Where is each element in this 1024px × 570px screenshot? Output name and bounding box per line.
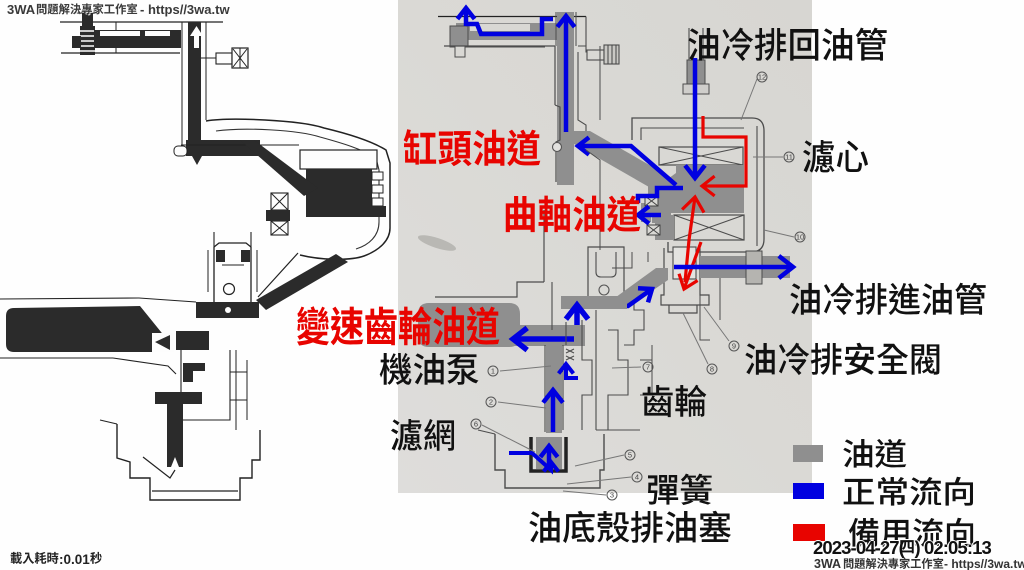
svg-text:3: 3	[610, 491, 614, 500]
svg-text:7: 7	[646, 363, 650, 372]
svg-text:2023-04-27(: 2023-04-27(	[813, 537, 906, 558]
svg-text:3WA: 3WA	[8, 3, 37, 18]
svg-text:) 02:05:13: ) 02:05:13	[915, 537, 992, 558]
svg-text:5: 5	[628, 451, 632, 460]
svg-text:10: 10	[796, 233, 804, 242]
svg-text:2023-04-27(: 2023-04-27(	[812, 537, 905, 558]
svg-text:3WA: 3WA	[7, 2, 36, 17]
svg-text:- https//3wa.tw: - https//3wa.tw	[944, 557, 1024, 570]
svg-text:11: 11	[785, 153, 793, 162]
svg-text:12: 12	[758, 73, 766, 82]
svg-text:3WA: 3WA	[814, 557, 841, 570]
svg-text:2023-04-27(: 2023-04-27(	[813, 538, 906, 559]
svg-text:) 02:05:13: ) 02:05:13	[916, 537, 993, 558]
svg-text:- https//3wa.tw: - https//3wa.tw	[140, 2, 230, 17]
svg-text:) 02:05:13: ) 02:05:13	[913, 537, 990, 558]
svg-text:2: 2	[489, 398, 493, 407]
svg-text::0.01: :0.01	[59, 552, 90, 567]
svg-text:) 02:05:13: ) 02:05:13	[915, 538, 992, 559]
svg-text:2023-04-27(: 2023-04-27(	[814, 537, 907, 558]
svg-text:1: 1	[491, 367, 495, 376]
svg-text:8: 8	[710, 365, 714, 374]
svg-text:6: 6	[474, 420, 478, 429]
svg-text:9: 9	[732, 342, 736, 351]
svg-text:) 02:05:13: ) 02:05:13	[915, 536, 992, 557]
svg-text:- https//3wa.tw: - https//3wa.tw	[141, 3, 231, 18]
svg-text:2023-04-27(: 2023-04-27(	[813, 536, 906, 557]
svg-text:4: 4	[635, 473, 639, 482]
